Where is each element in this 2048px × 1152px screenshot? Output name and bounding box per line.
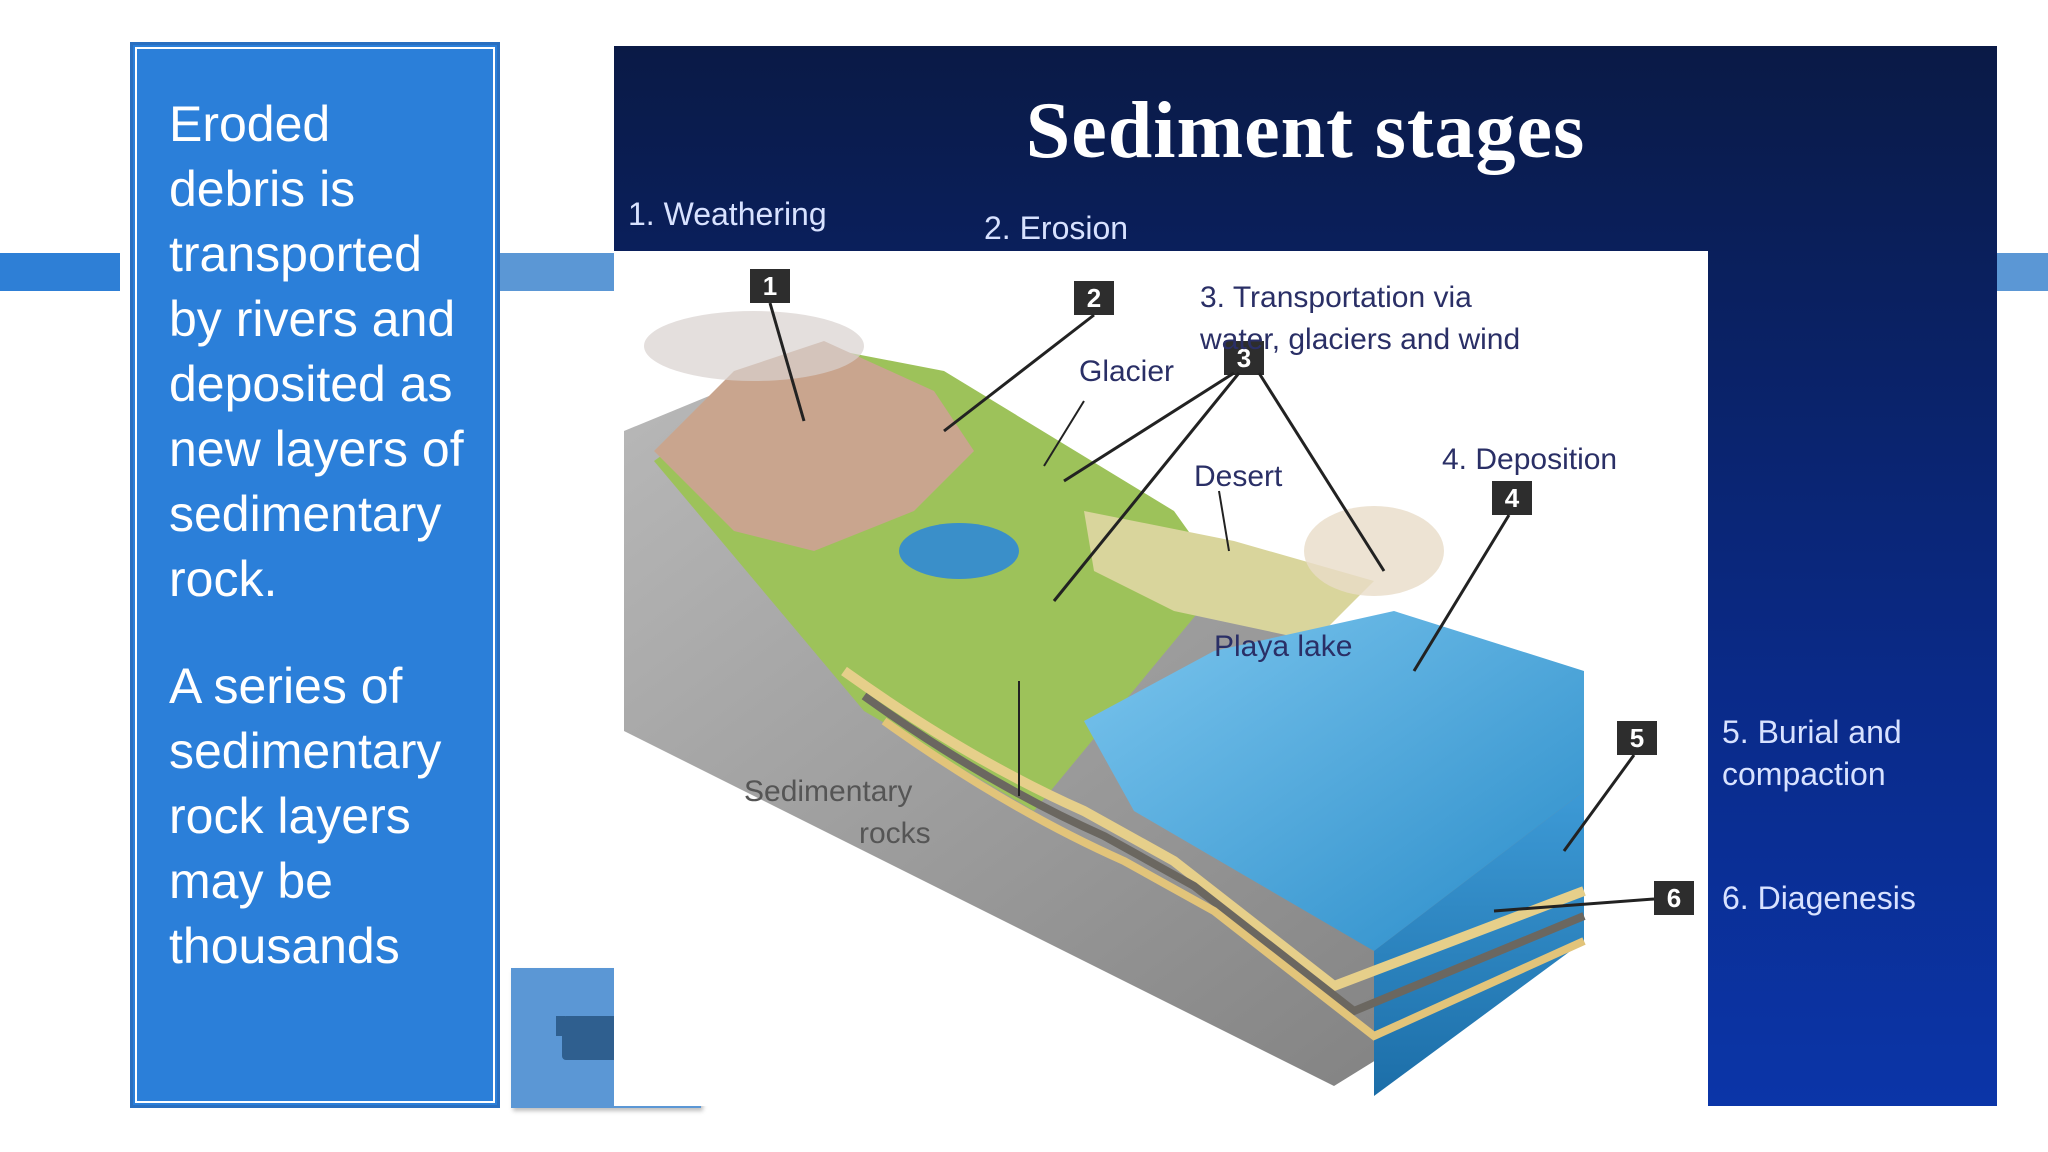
label-desert: Desert [1194, 460, 1283, 493]
pointer-3a [1063, 371, 1235, 483]
marker-6: 6 [1654, 881, 1694, 915]
label-sedimentary-line2: rocks [859, 817, 931, 850]
svg-text:3: 3 [1237, 343, 1251, 373]
glacial-lake [899, 523, 1019, 579]
figure-title: Sediment stages [1025, 87, 1586, 175]
ocean-side [1374, 791, 1584, 1096]
pointer-1 [768, 302, 806, 422]
label-sedimentary-line1: Sedimentary [744, 775, 912, 808]
marker-3: 3 [1224, 341, 1264, 375]
label-burial-line1: 5. Burial and [1722, 714, 1902, 750]
svg-text:4: 4 [1505, 483, 1520, 513]
mountain-area [654, 341, 974, 551]
pointer-2 [943, 313, 1095, 433]
pointer-desert [1218, 490, 1230, 552]
pointer-glacier [1043, 400, 1085, 467]
text-panel: Eroded debris is transported by rivers a… [130, 42, 500, 1108]
desert-area [1084, 511, 1374, 641]
block-diagram: 1 2 3 4 5 [624, 269, 1694, 1096]
marker-2: 2 [1074, 281, 1114, 315]
svg-text:2: 2 [1087, 283, 1101, 313]
marker-1: 1 [750, 269, 790, 303]
paragraph-erosion: Eroded debris is transported by rivers a… [169, 96, 464, 607]
label-transportation-line2: water, glaciers and wind [1199, 323, 1520, 356]
pointer-4 [1412, 514, 1511, 672]
dust-cloud [1304, 506, 1444, 596]
pointer-6 [1493, 897, 1655, 913]
accent-bar-left [0, 253, 120, 291]
ocean-surface [1084, 611, 1584, 951]
pointer-5 [1562, 754, 1636, 852]
sediment-stages-figure: Sediment stages 1. Weathering 2. Erosion [614, 46, 1997, 1106]
mountain-clouds [644, 311, 864, 381]
accent-bar-middle [500, 253, 614, 291]
label-burial-line2: compaction [1722, 756, 1886, 792]
label-deposition: 4. Deposition [1442, 443, 1617, 476]
svg-text:5: 5 [1630, 723, 1644, 753]
label-transportation-line1: 3. Transportation via [1200, 281, 1472, 314]
svg-text:6: 6 [1667, 883, 1681, 913]
marker-5: 5 [1617, 721, 1657, 755]
label-weathering: 1. Weathering [628, 196, 827, 232]
label-erosion: 2. Erosion [984, 210, 1129, 246]
svg-text:1: 1 [763, 271, 777, 301]
label-glacier: Glacier [1079, 355, 1174, 388]
rock-layers [841, 666, 1586, 992]
rock-layers-3 [881, 717, 1586, 1041]
rock-layers-2 [861, 692, 1586, 1016]
pointer-3b [1052, 372, 1241, 602]
accent-bar-right [1997, 253, 2048, 291]
marker-4: 4 [1492, 481, 1532, 515]
paragraph-layers: A series of sedimentary rock layers may … [169, 658, 442, 974]
label-playa-lake: Playa lake [1214, 630, 1352, 663]
label-diagenesis: 6. Diagenesis [1722, 880, 1916, 916]
pointer-3c [1257, 372, 1386, 572]
diagram-area: 1 2 3 4 5 [614, 251, 1708, 1106]
